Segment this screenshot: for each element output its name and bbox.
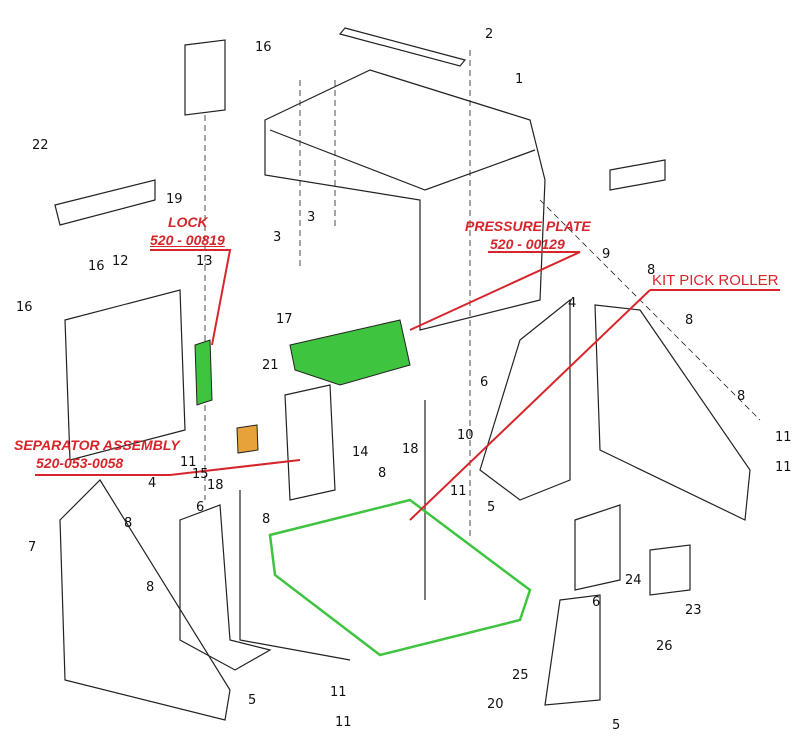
label-11: 11 — [330, 685, 347, 700]
label-8: 8 — [146, 580, 155, 595]
lock-highlight — [194, 339, 213, 406]
label-8: 8 — [647, 263, 656, 278]
label-22: 22 — [32, 138, 49, 153]
callout-kit-pick-roller-name: KIT PICK ROLLER — [652, 272, 779, 289]
label-18: 18 — [207, 478, 224, 493]
pressure-plate-highlight — [289, 319, 411, 386]
label-5: 5 — [248, 693, 257, 708]
label-6: 6 — [196, 500, 205, 515]
callout-lock-part: 520 - 00819 — [150, 232, 225, 248]
label-20: 20 — [487, 697, 504, 712]
callout-pressure-plate-name: PRESSURE PLATE — [465, 218, 591, 234]
label-14: 14 — [352, 445, 369, 460]
label-1: 1 — [515, 72, 524, 87]
label-12: 12 — [112, 254, 129, 269]
label-15: 15 — [192, 467, 209, 482]
label-8: 8 — [262, 512, 271, 527]
label-17: 17 — [276, 312, 293, 327]
label-6: 6 — [592, 595, 601, 610]
part-cover — [264, 69, 546, 331]
label-18: 18 — [402, 442, 419, 457]
label-16: 16 — [255, 40, 272, 55]
label-11: 11 — [180, 455, 197, 470]
part-left-frame — [59, 479, 231, 721]
pick-roller-outline — [268, 498, 532, 657]
label-11: 11 — [775, 460, 792, 475]
label-21: 21 — [262, 358, 279, 373]
label-8: 8 — [124, 516, 133, 531]
label-5: 5 — [487, 500, 496, 515]
separator-highlight — [236, 424, 259, 454]
callout-pressure-plate-part: 520 - 00129 — [490, 236, 565, 252]
label-25: 25 — [512, 668, 529, 683]
label-7: 7 — [28, 540, 37, 555]
label-24: 24 — [625, 573, 642, 588]
label-3: 3 — [307, 210, 316, 225]
callout-separator-name: SEPARATOR ASSEMBLY — [14, 437, 180, 453]
label-11: 11 — [335, 715, 352, 730]
part-sheet — [184, 39, 226, 116]
part-side-plate — [64, 289, 186, 461]
label-23: 23 — [685, 603, 702, 618]
label-19: 19 — [166, 192, 183, 207]
label-26: 26 — [656, 639, 673, 654]
label-10: 10 — [457, 428, 474, 443]
label-16: 16 — [16, 300, 33, 315]
label-6: 6 — [480, 375, 489, 390]
label-8: 8 — [378, 466, 387, 481]
label-8: 8 — [737, 389, 746, 404]
label-9: 9 — [602, 247, 611, 262]
label-3: 3 — [273, 230, 282, 245]
label-2: 2 — [485, 27, 494, 42]
part-bar — [338, 27, 467, 67]
label-16: 16 — [88, 259, 105, 274]
part-right-frame — [594, 304, 751, 521]
callout-lock-name: LOCK — [168, 214, 208, 230]
label-4: 4 — [568, 296, 577, 311]
callout-separator-part: 520-053-0058 — [36, 455, 124, 471]
label-4: 4 — [148, 476, 157, 491]
label-5: 5 — [612, 718, 621, 733]
label-13: 13 — [196, 254, 213, 269]
label-11: 11 — [775, 430, 792, 445]
label-11: 11 — [450, 484, 467, 499]
label-8: 8 — [685, 313, 694, 328]
